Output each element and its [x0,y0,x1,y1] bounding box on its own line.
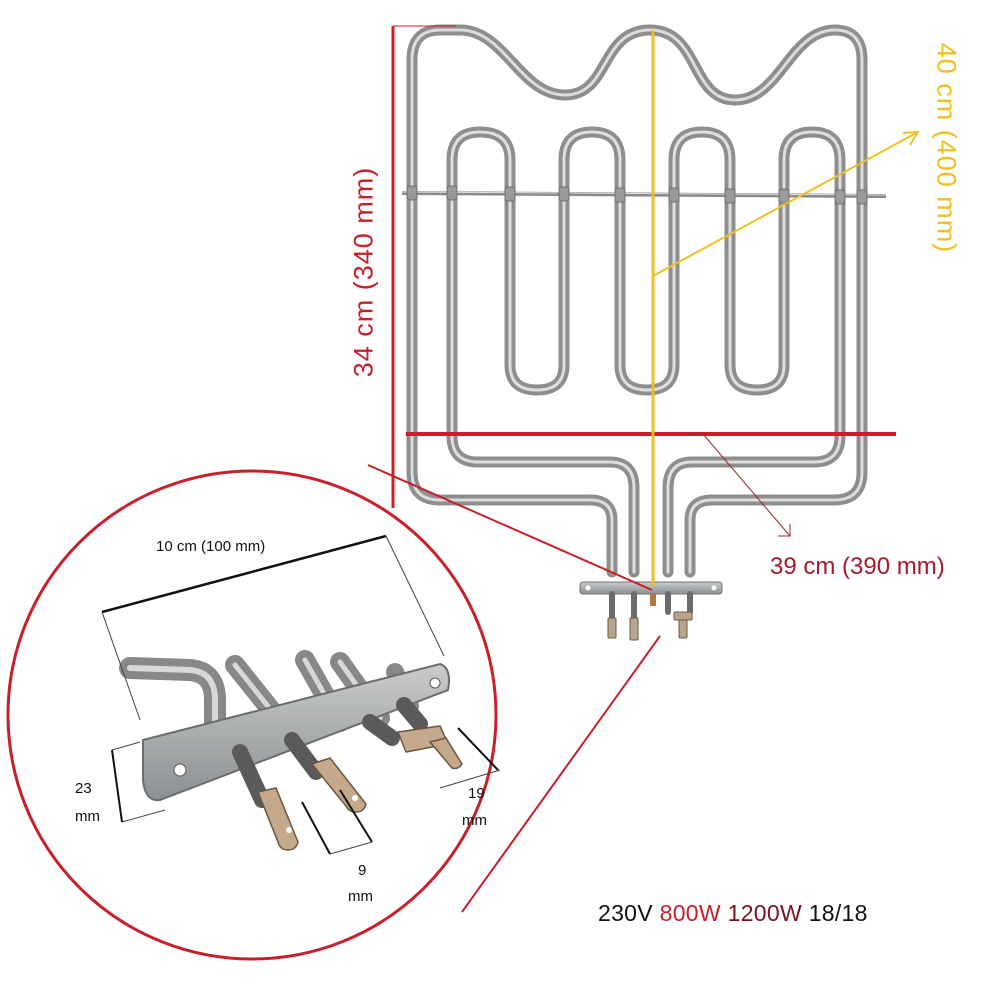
magnified-tab-1 [256,787,299,851]
diagonal-dimension-line [651,30,920,586]
magnified-tab-4 [428,737,463,770]
height-dimension-line [391,25,456,508]
plate-dimension-line [101,534,387,614]
inner-heating-coil [446,126,846,578]
height-label: 34 cm (340 mm) [348,166,379,378]
width-dimension-line [406,432,896,537]
spec-line: 230V 800W 1200W 18/18 [598,900,868,927]
support-clip [406,185,868,205]
zoom-connector-lines [367,464,661,913]
terminal-plate-length-label: 10 cm (100 mm) [156,538,266,555]
spec-thread: 18/18 [808,900,868,926]
spec-power-low: 800W [659,900,721,926]
tab-length-value: 19 [468,785,485,802]
spec-power-high: 1200W [727,900,802,926]
terminal-plate-small [579,581,723,641]
terminal-tab [607,611,693,641]
plate-height-unit: mm [75,808,100,825]
outer-heating-coil [406,24,868,578]
width-label: 39 cm (390 mm) [770,553,945,580]
spec-voltage: 230V [598,900,653,926]
support-bar [401,185,887,205]
magnified-pins [232,697,463,851]
tab-width-value: 9 [358,862,367,879]
terminal-pin [609,591,693,621]
magnified-extension-lines [101,535,501,855]
tab-length-unit: mm [462,812,487,829]
plate-height-value: 23 [75,780,92,797]
tab-width-unit: mm [348,888,373,905]
diagonal-label: 40 cm (400 mm) [931,42,962,254]
small-dimension-lines [111,727,499,855]
